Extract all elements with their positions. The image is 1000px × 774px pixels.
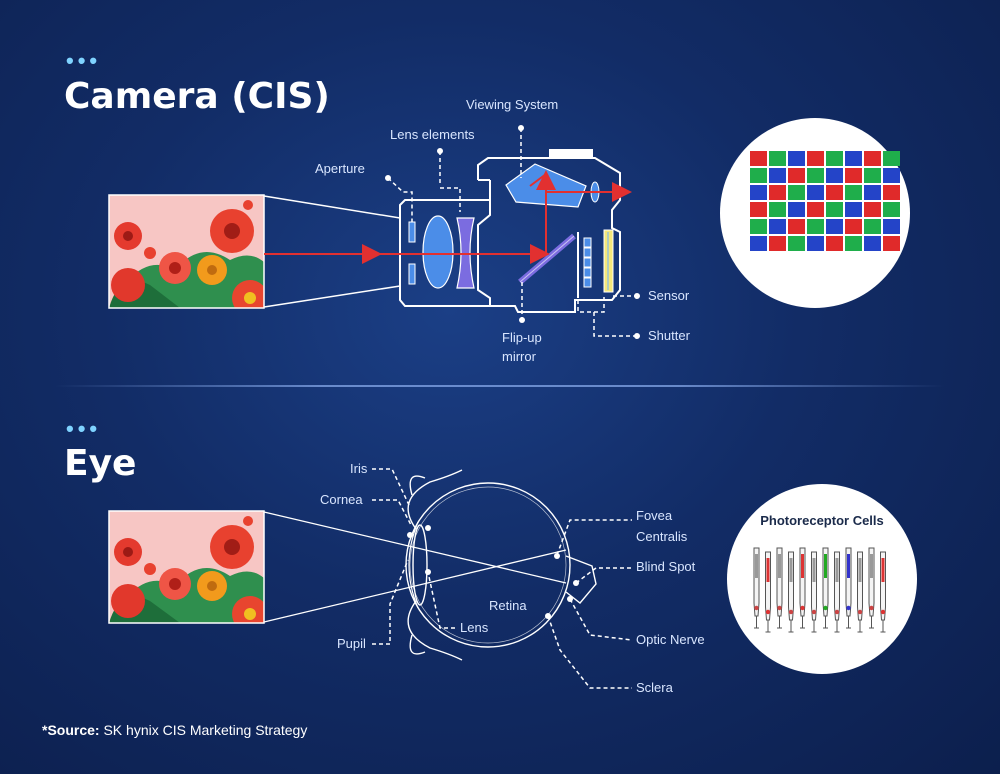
bayer-cell: [845, 202, 862, 217]
bayer-cell: [864, 151, 881, 166]
bayer-cell: [845, 236, 862, 251]
label-aperture: Aperture: [315, 161, 365, 176]
label-iris: Iris: [350, 461, 368, 476]
bayer-cell: [788, 202, 805, 217]
bayer-grid: [750, 151, 900, 251]
label-mirror: mirror: [502, 349, 536, 364]
camera-title: Camera (CIS): [64, 76, 330, 117]
viewfinder-bar: [549, 149, 593, 159]
bayer-filter-circle: [720, 118, 910, 308]
bayer-cell: [864, 185, 881, 200]
bayer-cell: [883, 185, 900, 200]
section-divider: [55, 385, 945, 387]
bayer-cell: [826, 185, 843, 200]
label-centralis: Centralis: [636, 529, 688, 544]
label-shutter: Shutter: [648, 328, 690, 343]
bayer-cell: [769, 151, 786, 166]
aperture-blade-top: [408, 221, 416, 243]
convex-lens: [422, 215, 454, 289]
bayer-cell: [826, 202, 843, 217]
bayer-cell: [807, 236, 824, 251]
bayer-cell: [788, 236, 805, 251]
source-text: SK hynix CIS Marketing Strategy: [99, 722, 308, 738]
bayer-cell: [826, 219, 843, 234]
bayer-cell: [826, 151, 843, 166]
flower-image-camera: [109, 195, 264, 308]
label-lens-elements: Lens elements: [390, 127, 475, 142]
bayer-cell: [807, 151, 824, 166]
bayer-cell: [807, 168, 824, 183]
bayer-cell: [750, 219, 767, 234]
bayer-cell: [845, 168, 862, 183]
label-pupil: Pupil: [337, 636, 366, 651]
bayer-cell: [750, 236, 767, 251]
bayer-cell: [769, 185, 786, 200]
label-sclera: Sclera: [636, 680, 673, 695]
bayer-cell: [769, 219, 786, 234]
bayer-cell: [750, 168, 767, 183]
label-sensor: Sensor: [648, 288, 690, 303]
bayer-cell: [826, 168, 843, 183]
source-prefix: *Source:: [42, 722, 100, 738]
shutter-stack: [583, 237, 592, 288]
bayer-cell: [807, 202, 824, 217]
bayer-cell: [769, 236, 786, 251]
flower-image-eye: [109, 511, 264, 623]
bayer-cell: [864, 219, 881, 234]
label-blind-spot: Blind Spot: [636, 559, 696, 574]
bayer-cell: [826, 236, 843, 251]
bayer-cell: [750, 202, 767, 217]
source-note: *Source: SK hynix CIS Marketing Strategy: [42, 722, 307, 738]
bayer-cell: [883, 168, 900, 183]
bayer-cell: [769, 202, 786, 217]
label-cornea: Cornea: [320, 492, 363, 507]
bayer-cell: [883, 202, 900, 217]
bayer-cell: [845, 151, 862, 166]
bayer-cell: [864, 236, 881, 251]
label-lens: Lens: [460, 620, 489, 635]
eye-title: Eye: [64, 443, 137, 484]
bayer-cell: [845, 219, 862, 234]
bayer-cell: [750, 151, 767, 166]
camera-body: [399, 157, 621, 313]
label-retina: Retina: [489, 598, 527, 613]
label-optic-nerve: Optic Nerve: [636, 632, 705, 647]
bayer-cell: [788, 185, 805, 200]
bayer-cell: [883, 151, 900, 166]
bayer-cell: [807, 185, 824, 200]
bayer-cell: [788, 168, 805, 183]
bayer-cell: [769, 168, 786, 183]
label-fovea: Fovea: [636, 508, 673, 523]
bayer-cell: [883, 236, 900, 251]
bayer-cell: [845, 185, 862, 200]
bayer-cell: [807, 219, 824, 234]
bayer-cell: [788, 151, 805, 166]
label-viewing-system: Viewing System: [466, 97, 559, 112]
bayer-cell: [750, 185, 767, 200]
bayer-cell: [788, 219, 805, 234]
flower-image-camera-border: [108, 194, 265, 309]
label-flip-up: Flip-up: [502, 330, 542, 345]
flower-image-eye-border: [108, 510, 265, 624]
bayer-cell: [864, 168, 881, 183]
bayer-cell: [883, 219, 900, 234]
bayer-cell: [864, 202, 881, 217]
aperture-blade-bottom: [408, 263, 416, 285]
photoreceptor-title: Photoreceptor Cells: [760, 513, 884, 528]
